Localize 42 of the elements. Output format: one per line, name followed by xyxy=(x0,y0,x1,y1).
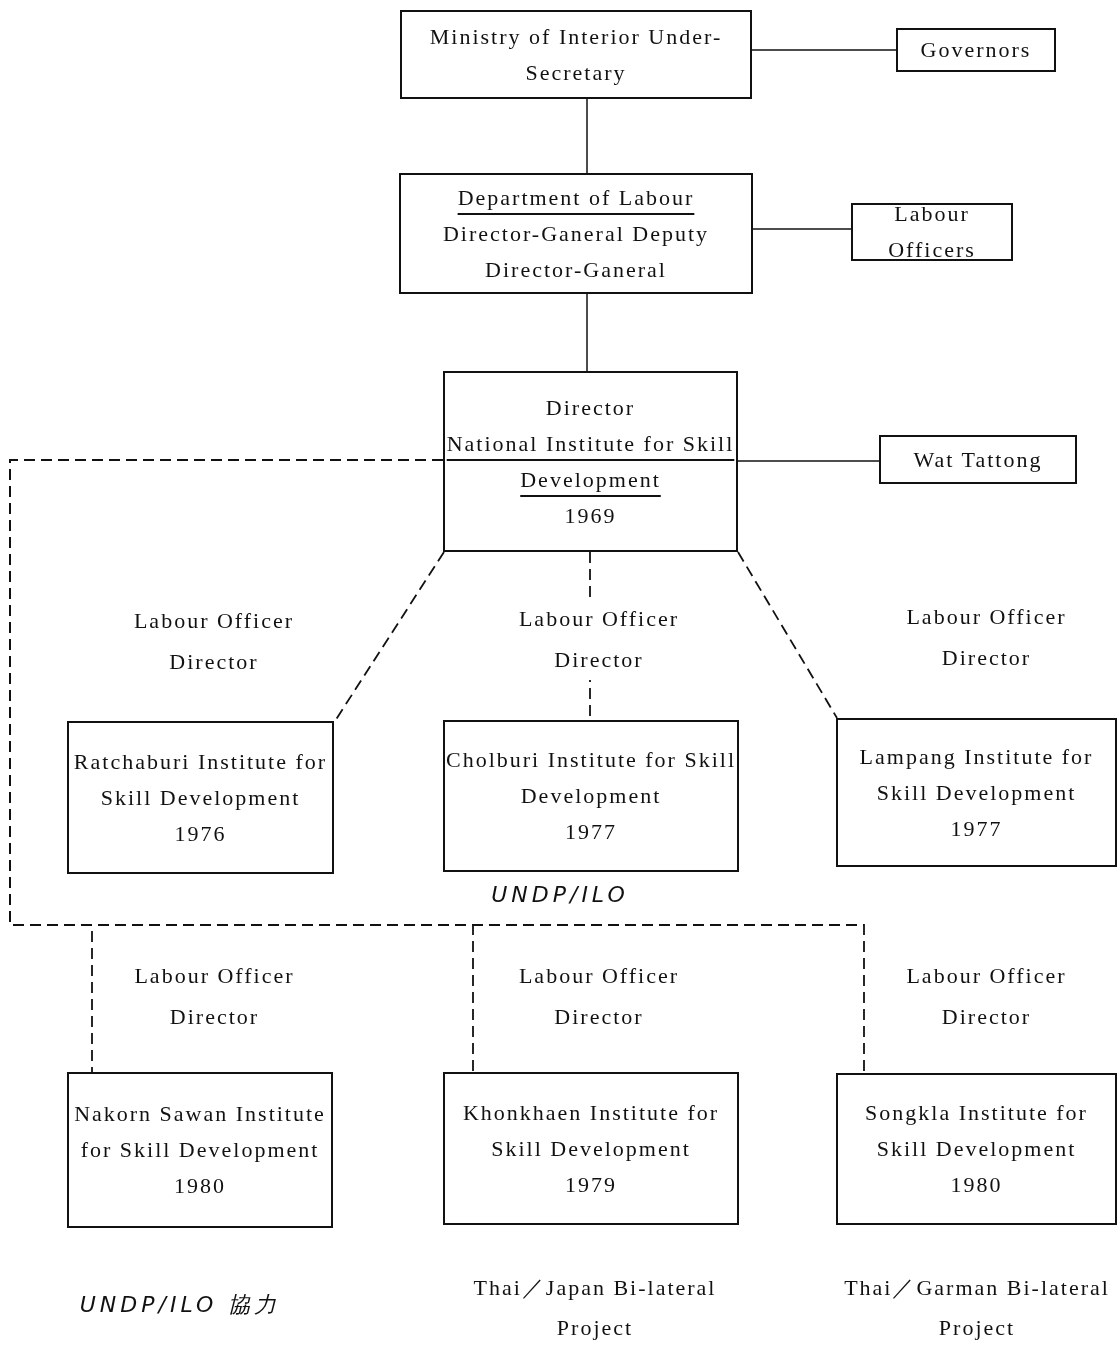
org-box xyxy=(896,28,1056,72)
box-text: Khonkhaen Institute for Skill Development xyxy=(461,1098,721,1163)
org-box xyxy=(400,10,752,99)
org-box xyxy=(443,371,738,552)
project-note: Thai／Garman Bi-lateral Project xyxy=(843,1274,1111,1342)
org-box xyxy=(836,1073,1117,1225)
org-box xyxy=(443,1072,739,1225)
box-text: Governors xyxy=(920,36,1032,64)
org-box xyxy=(443,720,739,872)
handwritten-note: UNDP/ILO 協力 xyxy=(78,1291,282,1319)
connector-line xyxy=(752,228,852,230)
box-text: 1979 xyxy=(565,1170,617,1199)
connector-line xyxy=(586,293,588,372)
underlined-heading: Department of Labour xyxy=(457,183,695,212)
box-text: Ratchaburi Institute for Skill Development xyxy=(72,747,329,812)
handwritten-note: UNDP/ILO xyxy=(490,881,630,909)
box-text: 1980 xyxy=(174,1172,226,1200)
box-text: 1976 xyxy=(174,819,227,848)
box-text: Nakorn Sawan Institute for Skill Development xyxy=(73,1100,327,1164)
project-note: Thai／Japan Bi-lateral Project xyxy=(472,1274,718,1342)
box-text: Director xyxy=(545,393,636,422)
dashed-connector xyxy=(9,459,865,1074)
box-text: 1977 xyxy=(565,818,617,846)
box-text: Lampang Institute for Skill Development xyxy=(858,742,1095,807)
box-text: Wat Tattong xyxy=(913,445,1043,474)
org-box xyxy=(67,721,334,874)
connector-line xyxy=(737,460,880,462)
org-box xyxy=(67,1072,333,1228)
connector-line xyxy=(751,49,897,51)
underlined-heading: National Institute for Skill Development xyxy=(445,429,736,494)
box-text: Labour Officers xyxy=(887,200,977,264)
dashed-connector xyxy=(737,551,838,719)
box-text: Ministry of Interior Under-Secretary xyxy=(428,22,724,87)
dashed-connector xyxy=(334,551,445,722)
org-box xyxy=(836,718,1117,867)
box-text: Cholburi Institute for Skill Development xyxy=(445,746,737,810)
box-text: 1980 xyxy=(950,1171,1003,1199)
box-text: 1977 xyxy=(950,814,1003,843)
org-box xyxy=(851,203,1013,261)
org-box xyxy=(879,435,1077,484)
connector-line xyxy=(586,98,588,174)
box-text: Songkla Institute for Skill Development xyxy=(864,1099,1089,1163)
